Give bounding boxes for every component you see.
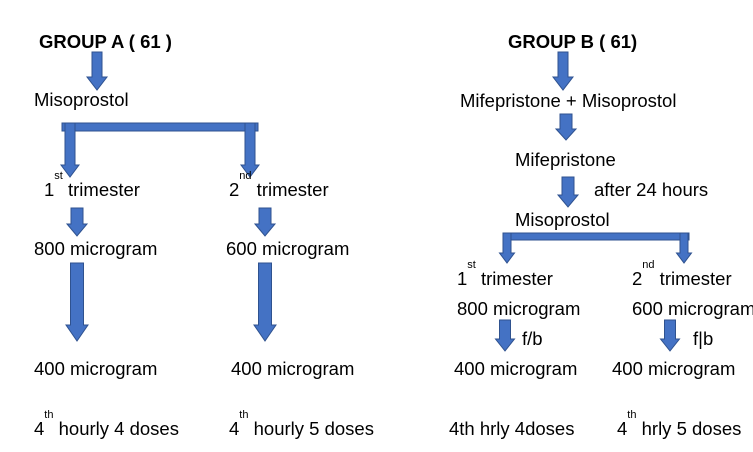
group-b-second-repeat-dose: 400 microgram bbox=[612, 358, 736, 379]
group-a-first-frequency: 4th hourly 4 doses bbox=[34, 409, 179, 440]
group-b-right-branch-arrow bbox=[675, 232, 693, 264]
group-b-combination-arrow bbox=[554, 113, 578, 141]
group-b-interval: after 24 hours bbox=[594, 179, 709, 200]
group-b-interval-arrow bbox=[556, 176, 580, 208]
group-a-second-dose: 600 microgram bbox=[226, 238, 350, 259]
group-a-left-branch-arrow bbox=[60, 122, 80, 178]
group-b-second-trimester: 2nd trimester bbox=[632, 259, 732, 290]
group-a-title: GROUP A ( 61 ) bbox=[39, 31, 172, 52]
group-b-first-link: f/b bbox=[522, 328, 543, 349]
group-a-second-repeat-dose: 400 microgram bbox=[231, 358, 355, 379]
group-b-second-link: f|b bbox=[693, 328, 714, 349]
group-a-first-dose: 800 microgram bbox=[34, 238, 158, 259]
group-a-first-trimester-arrow bbox=[65, 207, 89, 237]
group-b-left-branch-arrow bbox=[498, 232, 516, 264]
group-b-first-frequency: 4th hrly 4doses bbox=[449, 418, 575, 439]
group-a-title-arrow bbox=[85, 51, 109, 91]
group-b-title: GROUP B ( 61) bbox=[508, 31, 638, 52]
group-b-second-dose: 600 microgram bbox=[632, 298, 753, 319]
group-b-first-repeat-dose: 400 microgram bbox=[454, 358, 578, 379]
group-a-first-repeat-dose: 400 microgram bbox=[34, 358, 158, 379]
group-b-misoprostol: Misoprostol bbox=[515, 209, 610, 230]
group-b-first-dose-arrow bbox=[494, 319, 516, 352]
group-b-combination: Mifepristone + Misoprostol bbox=[460, 90, 677, 111]
group-b-branch-bar bbox=[502, 232, 690, 241]
group-b-first-dose: 800 microgram bbox=[457, 298, 581, 319]
group-b-second-frequency: 4th hrly 5 doses bbox=[617, 409, 742, 440]
group-b-first-trimester: 1st trimester bbox=[457, 259, 553, 290]
group-a-branch-bar bbox=[61, 122, 259, 132]
group-a-drug: Misoprostol bbox=[34, 89, 129, 110]
group-a-second-dose-arrow bbox=[253, 262, 277, 342]
group-b-mifepristone: Mifepristone bbox=[515, 149, 616, 170]
group-a-first-trimester: 1st trimester bbox=[44, 170, 140, 201]
group-a-right-branch-arrow bbox=[240, 122, 260, 178]
group-b-second-dose-arrow bbox=[659, 319, 681, 352]
group-a-second-frequency: 4th hourly 5 doses bbox=[229, 409, 374, 440]
group-a-second-trimester-arrow bbox=[253, 207, 277, 237]
group-b-title-arrow bbox=[551, 51, 575, 91]
group-a-first-dose-arrow bbox=[65, 262, 89, 342]
group-a-second-trimester: 2nd trimester bbox=[229, 170, 329, 201]
